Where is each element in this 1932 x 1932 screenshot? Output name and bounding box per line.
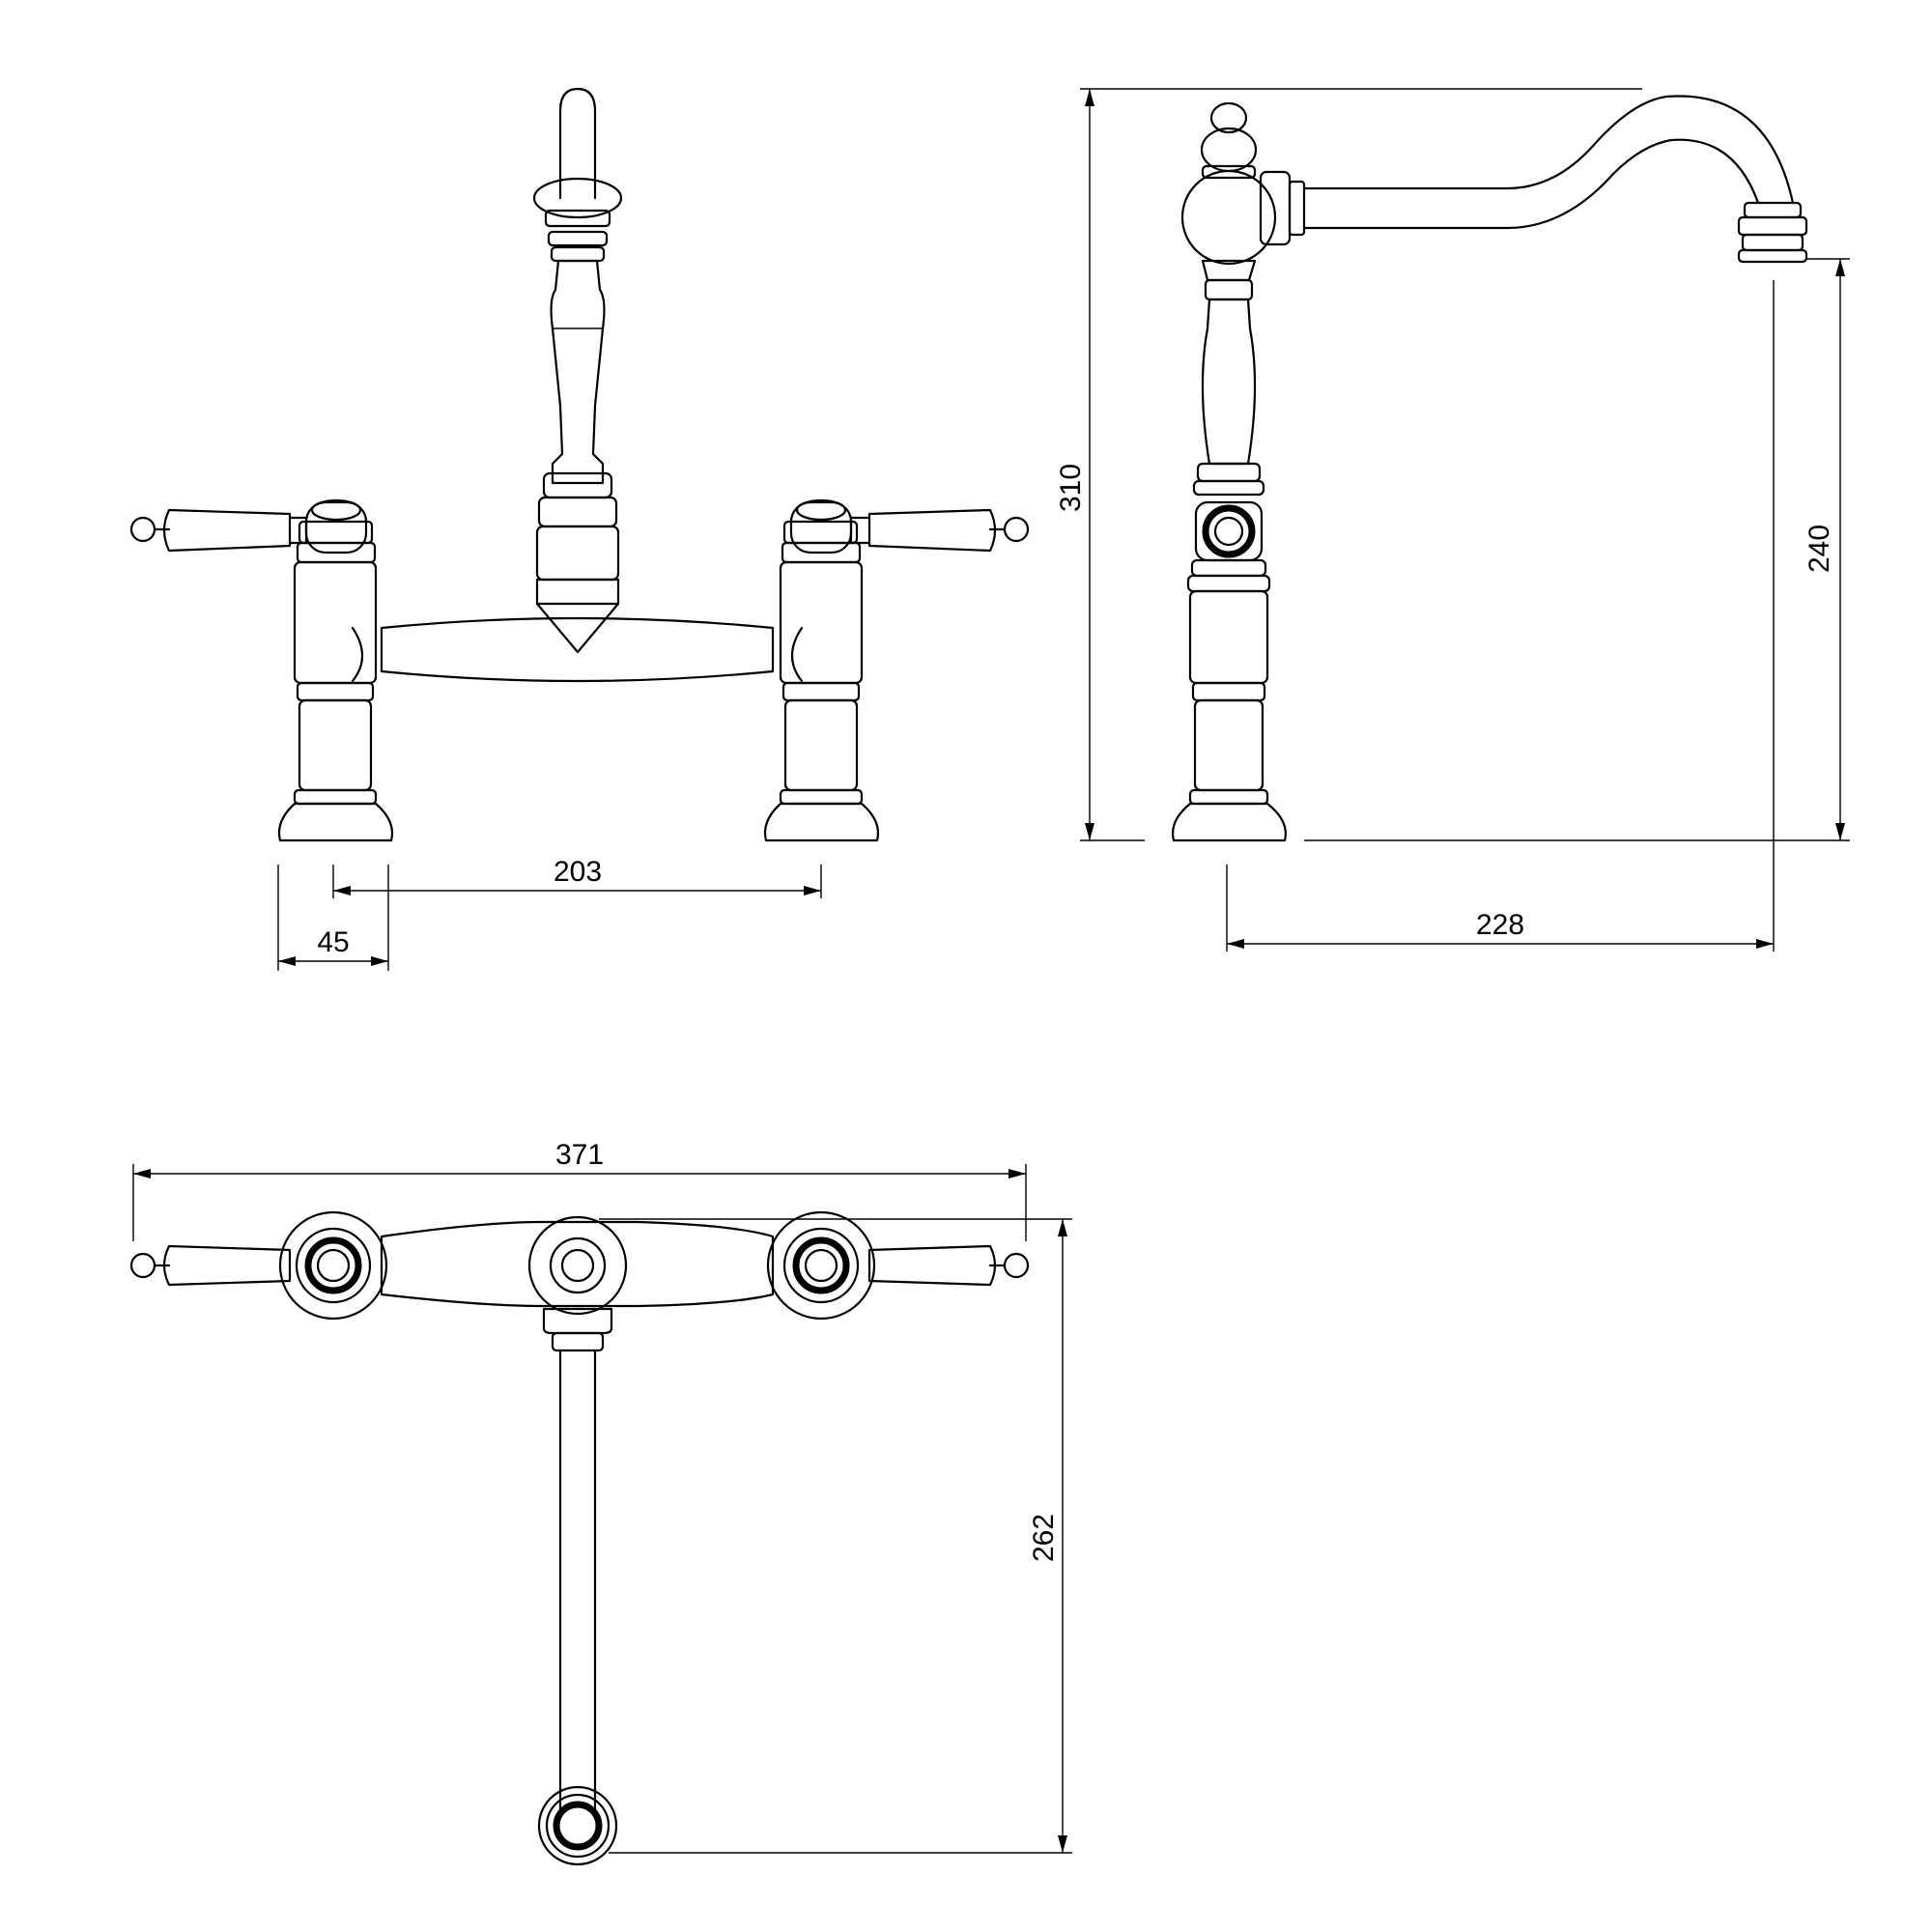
top-center-hub [527, 1215, 628, 1316]
dim-label-top-spout-length: 262 [1028, 1514, 1060, 1562]
dim-label-front-base: 45 [317, 926, 349, 958]
side-dimensions: 310 240 228 [1055, 88, 1850, 952]
front-view: 203 45 [129, 87, 1030, 971]
front-left-base [277, 802, 393, 842]
side-spout [1302, 95, 1795, 205]
side-base [1172, 802, 1287, 842]
side-column [1201, 298, 1257, 466]
top-dimensions: 371 262 [132, 1139, 1072, 1854]
top-left-lever-knob [129, 1252, 156, 1279]
side-finial [1209, 101, 1248, 134]
front-dimensions: 203 45 [277, 856, 822, 971]
top-bridge-bar [380, 1220, 775, 1308]
front-right-lever-knob [1003, 516, 1030, 543]
top-view: 371 262 [129, 1139, 1072, 1866]
front-left-lever-knob [129, 516, 156, 543]
dim-label-side-height: 310 [1055, 464, 1087, 512]
side-spout-nozzle [1743, 201, 1803, 219]
top-spout-outlet [537, 1785, 618, 1866]
top-right-escutcheon [766, 1210, 876, 1321]
front-center-column [550, 259, 606, 485]
side-view: 310 240 228 [1055, 88, 1850, 952]
front-right-valve [763, 498, 1030, 842]
dim-label-side-reach: 228 [1476, 909, 1524, 941]
top-right-lever-knob [1003, 1252, 1030, 1279]
dim-label-front-spread: 203 [554, 856, 602, 888]
front-spout-loop [558, 87, 597, 200]
front-left-valve [129, 498, 393, 842]
front-spout-collar [532, 177, 623, 219]
front-left-lever [162, 508, 292, 553]
front-right-lever [867, 508, 997, 553]
front-spout-ring [544, 209, 611, 228]
dim-label-side-spout-height: 240 [1804, 525, 1835, 573]
dim-label-top-width: 371 [555, 1139, 604, 1171]
front-right-base [763, 802, 879, 842]
side-body-sphere [1180, 169, 1277, 266]
top-spout [558, 1349, 597, 1818]
top-right-lever [867, 1244, 997, 1287]
front-bridge-bar [380, 616, 775, 683]
top-left-lever [162, 1244, 292, 1287]
front-center-cone [535, 602, 620, 654]
top-left-escutcheon [278, 1210, 388, 1321]
